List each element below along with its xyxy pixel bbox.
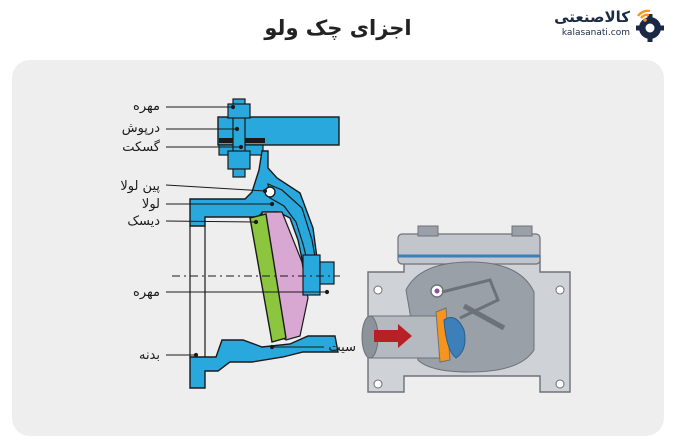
logo-url: kalasanati.com bbox=[561, 28, 630, 38]
body-lower-wall bbox=[189, 335, 339, 389]
logo-name: کالاصنعتی bbox=[554, 8, 630, 26]
logo[interactable]: کالاصنعتی kalasanati.com bbox=[534, 6, 664, 46]
valve-render bbox=[361, 225, 571, 393]
label-gasket: گسکت bbox=[122, 139, 161, 155]
label-hinge: لولا bbox=[142, 197, 160, 212]
lower-nut bbox=[227, 150, 251, 170]
disc-nut-holder bbox=[302, 254, 321, 296]
disc bbox=[249, 213, 287, 343]
gear-wifi-icon bbox=[636, 9, 664, 42]
disc-nut bbox=[319, 261, 335, 285]
label-body: بدنه bbox=[139, 348, 160, 363]
label-hinge-pin: پین لولا bbox=[120, 179, 160, 194]
label-nut-top: مهره bbox=[133, 99, 160, 114]
page-title: اجزای چک ولو bbox=[264, 16, 412, 40]
flow-arrow bbox=[374, 324, 412, 348]
label-nut-disc: مهره bbox=[133, 285, 160, 300]
label-bonnet: درپوش bbox=[122, 121, 160, 136]
label-disc: دیسک bbox=[127, 214, 160, 229]
label-seat: سیت bbox=[328, 340, 356, 355]
